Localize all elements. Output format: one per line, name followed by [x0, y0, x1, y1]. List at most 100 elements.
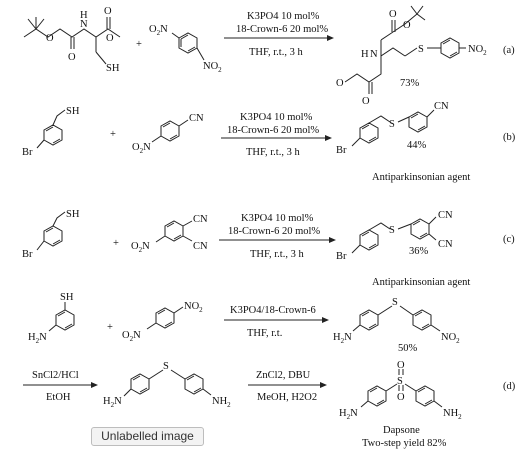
boc-cysteine-ester-structure: O O N H O O SH [23, 6, 121, 74]
reaction-conditions: MeOH, H2O2 [257, 392, 317, 403]
product-b-structure: Br S CN [336, 101, 449, 156]
nh2-label: NH2 [212, 396, 231, 409]
cn-label: CN [434, 101, 449, 112]
cn-label: CN [193, 241, 208, 252]
product-c-structure: Br S CN CN [336, 210, 453, 262]
antiparkinsonian-note: Antiparkinsonian agent [372, 172, 470, 183]
atom-s: S [389, 119, 395, 130]
label-c: (c) [503, 234, 515, 245]
cn-label: CN [193, 214, 208, 225]
label-b: (b) [503, 132, 516, 143]
reagent-k3po4: K3PO4 10 mol% [241, 213, 314, 224]
h2n-label: H2N [339, 408, 358, 421]
arrow-head [327, 35, 334, 41]
o2n-label: O2N [131, 241, 150, 254]
plus-sign: + [113, 238, 119, 249]
reaction-conditions: THF, r.t., 3 h [250, 249, 304, 260]
atom-o: O [68, 52, 76, 63]
atom-s: S [163, 361, 169, 372]
cn-label: CN [438, 239, 453, 250]
cn-label: CN [189, 113, 204, 124]
aminothiophenol-structure: SH H2N [28, 292, 75, 345]
dapsone-structure: O S O H2N NH2 [339, 360, 462, 421]
dinitrobenzene-structure: O2N NO2 [149, 24, 222, 74]
arrow-head [320, 382, 327, 388]
cn-label: CN [438, 210, 453, 221]
unlabelled-image-badge[interactable]: Unlabelled image [91, 427, 204, 446]
label-d: (d) [503, 381, 516, 392]
atom-o: O [104, 6, 112, 17]
arrow-head [325, 135, 332, 141]
nitro-amino-sulfide-structure: H2N S NO2 [333, 297, 460, 345]
bromobenzyl-thiol-structure: Br SH [22, 106, 80, 158]
atom-o: O [336, 78, 344, 89]
atom-n: N [80, 19, 88, 30]
reaction-conditions: EtOH [46, 392, 71, 403]
dinitrobenzene-structure: NO2 O2N [122, 301, 203, 343]
atom-sh: SH [66, 209, 80, 220]
reagent-crown-ether: 18-Crown-6 20 mol% [227, 125, 319, 136]
no2-label: NO2 [468, 44, 487, 57]
nitrobenzonitrile-structure: CN O2N [132, 113, 204, 155]
bromobenzyl-thiol-structure: Br SH [22, 209, 80, 260]
plus-sign: + [136, 39, 142, 50]
reagent-crown-ether: 18-Crown-6 20 mol% [228, 226, 320, 237]
atom-o: O [106, 33, 114, 44]
reagent-crown-ether: 18-Crown-6 20 mol% [236, 24, 328, 35]
atom-h: H [80, 10, 88, 21]
atom-o: O [46, 33, 54, 44]
atom-o: O [397, 360, 405, 371]
yield-b: 44% [407, 140, 427, 151]
atom-o: O [397, 392, 405, 403]
atom-br: Br [22, 147, 33, 158]
atom-s: S [397, 376, 403, 387]
atom-br: Br [22, 249, 33, 260]
atom-sh: SH [66, 106, 80, 117]
atom-o: O [362, 96, 370, 107]
atom-n: N [370, 49, 378, 60]
reagent-k3po4-crown: K3PO4/18-Crown-6 [230, 305, 316, 316]
reaction-a: O O N H O O SH + O2N NO2 K3PO4 10 m [23, 5, 515, 107]
h2n-label: H2N [333, 332, 352, 345]
plus-sign: + [107, 322, 113, 333]
reagent-sncl2: SnCl2/HCl [32, 370, 79, 381]
arrow-head [91, 382, 98, 388]
nitrophthalonitrile-structure: CN CN O2N [131, 214, 208, 254]
overall-yield: Two-step yield 82% [362, 438, 447, 449]
o2n-label: O2N [149, 24, 168, 37]
no2-label: NO2 [184, 301, 203, 314]
label-a: (a) [503, 45, 515, 56]
atom-o: O [389, 9, 397, 20]
nh2-label: NH2 [443, 408, 462, 421]
atom-s: S [389, 225, 395, 236]
arrow-head [322, 317, 329, 323]
atom-br: Br [336, 145, 347, 156]
h2n-label: H2N [28, 332, 47, 345]
reagent-k3po4: K3PO4 10 mol% [247, 11, 320, 22]
plus-sign: + [110, 129, 116, 140]
reaction-conditions: THF, r.t., 3 h [246, 147, 300, 158]
reaction-conditions: THF, r.t., 3 h [249, 47, 303, 58]
atom-s: S [418, 44, 424, 55]
atom-br: Br [336, 251, 347, 262]
arrow-head [329, 237, 336, 243]
product-a-structure: O O N H O O S NO2 [336, 5, 487, 107]
reagent-k3po4: K3PO4 10 mol% [240, 112, 313, 123]
no2-label: NO2 [441, 332, 460, 345]
reaction-conditions: THF, r.t. [247, 328, 282, 339]
reaction-c: Br SH + CN CN O2N K3PO4 10 mol% 18-Crown… [22, 209, 515, 288]
no2-label: NO2 [203, 61, 222, 74]
o2n-label: O2N [132, 142, 151, 155]
atom-sh: SH [106, 63, 120, 74]
product-name: Dapsone [383, 425, 420, 436]
atom-h: H [361, 49, 369, 60]
h2n-label: H2N [103, 396, 122, 409]
yield-d-step1: 50% [398, 343, 418, 354]
atom-o: O [403, 20, 411, 31]
diaminodiphenyl-sulfide-structure: H2N S NH2 [103, 361, 231, 409]
atom-s: S [392, 297, 398, 308]
yield-c: 36% [409, 246, 429, 257]
antiparkinsonian-note: Antiparkinsonian agent [372, 277, 470, 288]
atom-sh: SH [60, 292, 74, 303]
